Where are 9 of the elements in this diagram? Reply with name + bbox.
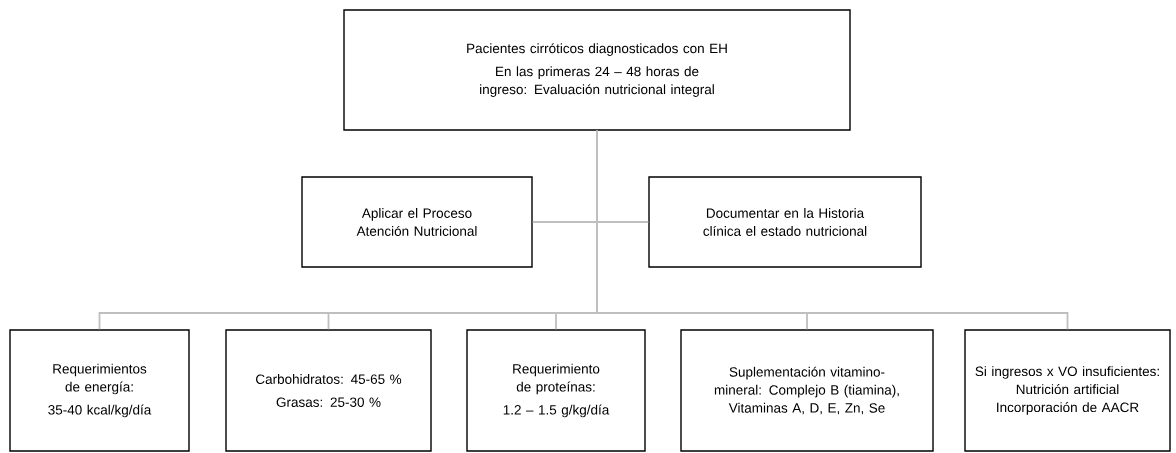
process-box: Pacientes cirróticos diagnosticados con EH En las primeras 24 – 48 horas de ingreso: Evaluación nutricional integral <box>343 9 851 131</box>
process-box: Requerimientos de energía: 35-40 kcal/kg/día <box>9 329 190 452</box>
process-box: Requerimiento de proteínas: 1.2 – 1.5 g/kg/día <box>466 329 646 452</box>
process-box: Si ingresos x VO insuficientes: Nutrición artificial Incorporación de AACR <box>964 329 1171 452</box>
process-box: Carbohidratos: 45-65 % Grasas: 25-30 % <box>225 329 432 452</box>
process-box: Documentar en la Historia clínica el estado nutricional <box>648 176 922 268</box>
connector-line <box>596 129 1069 331</box>
process-box: Suplementación vitamino-mineral: Complejo B (tiamina), Vitaminas A, D, E, Zn, Se <box>680 329 934 452</box>
process-box: Aplicar el Proceso Atención Nutricional <box>301 176 533 268</box>
